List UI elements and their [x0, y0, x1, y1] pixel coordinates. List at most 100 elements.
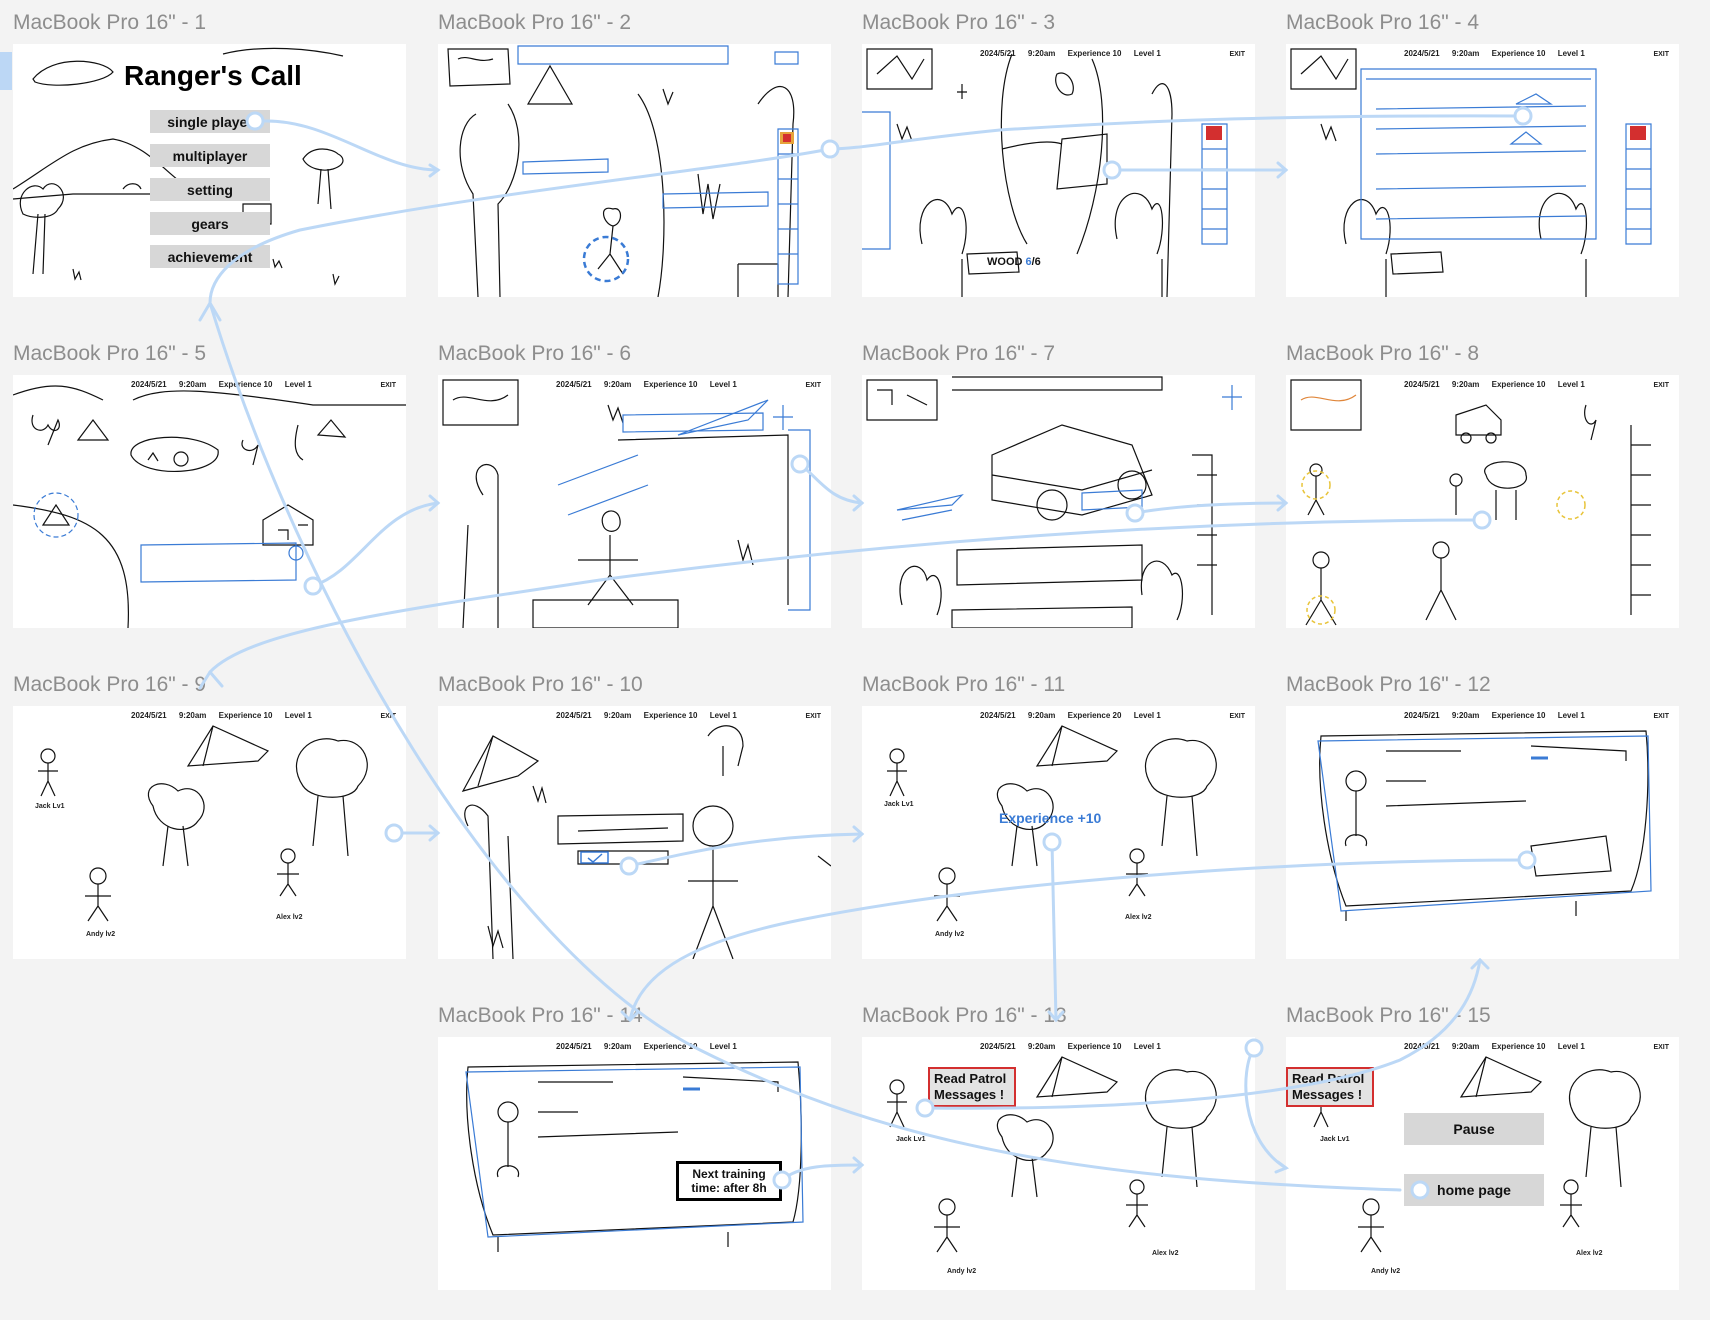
single-player-button[interactable]: single player — [150, 110, 270, 133]
status-date: 2024/5/21 — [131, 711, 167, 720]
status-time: 9:20am — [178, 380, 207, 389]
gears-button[interactable]: gears — [150, 212, 270, 235]
wood-counter: WOOD 6/6 — [987, 256, 1041, 268]
exit-button[interactable]: EXIT — [1229, 51, 1245, 58]
frame-15-pause-menu[interactable]: 2024/5/21 9:20am Experience 10 Level 1 E… — [1286, 1037, 1679, 1290]
build-panel — [1360, 68, 1652, 245]
setting-button[interactable]: setting — [150, 178, 270, 201]
read-patrol-messages-alert[interactable]: Read Patrol Messages ! — [928, 1067, 1016, 1107]
exit-button[interactable]: EXIT — [1653, 1044, 1669, 1051]
flow-line — [852, 494, 865, 512]
frame-label[interactable]: MacBook Pro 16" - 2 — [438, 11, 632, 34]
character-label-jack: Jack Lv1 — [896, 1136, 926, 1143]
status-bar: 2024/5/21 9:20am Experience 10 Level 1 — [1404, 380, 1595, 389]
frame-13-patrol-alert[interactable]: 2024/5/21 9:20am Experience 10 Level 1 R… — [862, 1037, 1255, 1290]
red-badge — [1630, 126, 1646, 140]
flow-line — [1276, 494, 1289, 512]
character-label-alex: Alex lv2 — [276, 914, 303, 921]
status-level: Level 1 — [1557, 49, 1585, 58]
status-bar: 2024/5/21 9:20am Experience 10 Level 1 — [1404, 49, 1595, 58]
experience-reward: Experience +10 — [999, 810, 1102, 826]
next-training-box: Next training time: after 8h — [676, 1161, 782, 1201]
character-label-alex: Alex lv2 — [1576, 1250, 1603, 1257]
frame-label[interactable]: MacBook Pro 16" - 13 — [862, 1004, 1067, 1027]
frame-label[interactable]: MacBook Pro 16" - 11 — [862, 673, 1066, 696]
sketch-team-scene — [887, 1056, 1217, 1253]
achievement-button[interactable]: achievement — [150, 245, 270, 268]
character-label-andy: Andy lv2 — [86, 931, 116, 938]
frame-6-story-narration[interactable]: 2024/5/21 9:20am Experience 10 Level 1 E… — [438, 375, 831, 628]
character-label-jack: Jack Lv1 — [35, 803, 65, 810]
status-time: 9:20am — [1451, 711, 1480, 720]
confirm-buttons — [580, 851, 609, 864]
frame-label[interactable]: MacBook Pro 16" - 3 — [862, 11, 1056, 34]
status-experience: Experience 10 — [1491, 380, 1546, 389]
frame-14-training-cooldown[interactable]: 2024/5/21 9:20am Experience 10 Level 1 N… — [438, 1037, 831, 1290]
frame-label[interactable]: MacBook Pro 16" - 8 — [1286, 342, 1480, 365]
status-experience: Experience 10 — [1491, 1042, 1546, 1051]
frame-label[interactable]: MacBook Pro 16" - 5 — [13, 342, 207, 365]
frame-12-character-card[interactable]: 2024/5/21 9:20am Experience 10 Level 1 E… — [1286, 706, 1679, 959]
flow-line — [1276, 161, 1289, 179]
frame-label[interactable]: MacBook Pro 16" - 10 — [438, 673, 643, 696]
sketch-team-scene — [887, 725, 1217, 922]
frame-5-camp-map[interactable]: 2024/5/21 9:20am Experience 10 Level 1 E… — [13, 375, 406, 628]
frame-label[interactable]: MacBook Pro 16" - 7 — [862, 342, 1056, 365]
frame-label[interactable]: MacBook Pro 16" - 15 — [1286, 1004, 1491, 1027]
status-date: 2024/5/21 — [1404, 380, 1440, 389]
frame-8-patrol[interactable]: 2024/5/21 9:20am Experience 10 Level 1 E… — [1286, 375, 1679, 628]
red-badge — [1206, 126, 1222, 140]
frame-2-game-start[interactable] — [438, 44, 831, 297]
sketch-team-scene — [1311, 1056, 1641, 1253]
sketch-blue-ui — [33, 492, 304, 583]
card-blue-outline — [1317, 735, 1652, 912]
frame-label[interactable]: MacBook Pro 16" - 6 — [438, 342, 632, 365]
status-level: Level 1 — [1557, 380, 1585, 389]
red-badge — [780, 132, 794, 144]
frame-label[interactable]: MacBook Pro 16" - 14 — [438, 1004, 643, 1027]
multiplayer-button[interactable]: multiplayer — [150, 144, 270, 167]
status-date: 2024/5/21 — [1404, 49, 1440, 58]
frame-11-reward[interactable]: 2024/5/21 9:20am Experience 20 Level 1 E… — [862, 706, 1255, 959]
frame-3-collect-wood[interactable]: 2024/5/21 9:20am Experience 10 Level 1 E… — [862, 44, 1255, 297]
character-label-jack: Jack Lv1 — [884, 801, 914, 808]
status-bar: 2024/5/21 9:20am Experience 10 Level 1 — [1404, 711, 1595, 720]
character-label-jack: Jack Lv1 — [1320, 1136, 1350, 1143]
flow-line — [428, 494, 441, 512]
frame-1-home[interactable]: Ranger's Call single player multiplayer … — [13, 44, 406, 297]
status-time: 9:20am — [1451, 49, 1480, 58]
status-experience: Experience 10 — [1491, 711, 1546, 720]
exit-button[interactable]: EXIT — [1653, 51, 1669, 58]
sketch-highlights — [1301, 470, 1586, 625]
frame-label[interactable]: MacBook Pro 16" - 4 — [1286, 11, 1480, 34]
frame-label[interactable]: MacBook Pro 16" - 9 — [13, 673, 207, 696]
status-time: 9:20am — [1027, 49, 1056, 58]
sketch-team-scene — [38, 725, 368, 922]
frame-4-build[interactable]: 2024/5/21 9:20am Experience 10 Level 1 E… — [1286, 44, 1679, 297]
status-date: 2024/5/21 — [131, 380, 167, 389]
character-label-alex: Alex lv2 — [1152, 1250, 1179, 1257]
flow-line — [1470, 957, 1490, 970]
exit-button[interactable]: EXIT — [1653, 382, 1669, 389]
home-page-button[interactable]: home page — [1404, 1174, 1544, 1206]
flow-line — [1274, 1160, 1290, 1174]
frame-10-villager[interactable]: 2024/5/21 9:20am Experience 10 Level 1 E… — [438, 706, 831, 959]
character-label-andy: Andy lv2 — [1371, 1268, 1401, 1275]
status-level: Level 1 — [1557, 1042, 1585, 1051]
exit-button[interactable]: EXIT — [1653, 713, 1669, 720]
character-label-alex: Alex lv2 — [1125, 914, 1152, 921]
pause-button[interactable]: Pause — [1404, 1113, 1544, 1145]
frame-label[interactable]: MacBook Pro 16" - 12 — [1286, 673, 1491, 696]
read-patrol-messages-alert[interactable]: Read Patrol Messages ! — [1286, 1067, 1374, 1107]
sketch-blue-arrows — [557, 399, 811, 611]
frame-label[interactable]: MacBook Pro 16" - 1 — [13, 11, 207, 34]
flow-line — [428, 824, 441, 842]
status-time: 9:20am — [1451, 380, 1480, 389]
character-label-andy: Andy lv2 — [935, 931, 965, 938]
frame-9-team[interactable]: 2024/5/21 9:20am Experience 10 Level 1 E… — [13, 706, 406, 959]
flow-line — [428, 163, 441, 178]
flow-line — [852, 825, 865, 843]
status-date: 2024/5/21 — [980, 49, 1016, 58]
frame-7-car[interactable] — [862, 375, 1255, 628]
status-level: Level 1 — [1133, 49, 1161, 58]
